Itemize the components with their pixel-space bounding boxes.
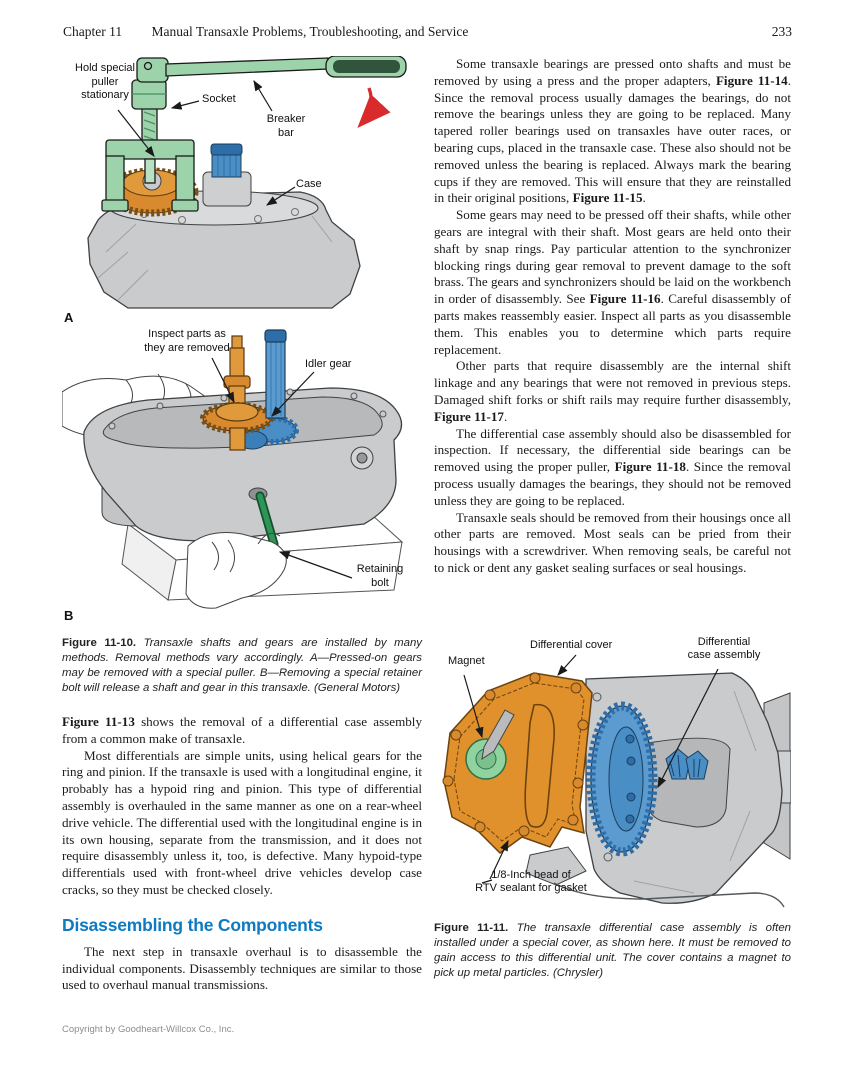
- label-socket: Socket: [202, 93, 236, 105]
- pinion-gears-shape: [665, 748, 709, 780]
- label-diff-case-assembly: Differential case assembly: [687, 635, 761, 662]
- figure-a-callout-arrows: [117, 79, 296, 206]
- paragraph: The next step in transaxle overhaul is t…: [62, 943, 422, 993]
- bracket-and-cable-shape: [525, 846, 785, 908]
- rotation-arrow-icon: [357, 87, 391, 128]
- chapter-title: Manual Transaxle Problems, Troubleshooti…: [151, 24, 469, 39]
- caption-figure-11-10: Figure 11-10. Transaxle shafts and gears…: [62, 637, 422, 694]
- label-differential-cover: Differential cover: [530, 638, 613, 651]
- label-case: Case: [296, 178, 322, 190]
- paragraph: Some gears may need to be pressed off th…: [434, 207, 791, 357]
- label-breaker-bar: Breaker bar: [266, 113, 306, 139]
- paragraph: Figure 11-13 shows the removal of a diff…: [62, 714, 422, 746]
- figure-b-letter: B: [64, 608, 74, 623]
- figure-b-callout-arrows: [211, 357, 353, 579]
- figure-11-11: Magnet Differential cover Differential c…: [434, 631, 791, 913]
- figure-11-11-illustration: [442, 654, 791, 908]
- chapter-label: Chapter 11: [63, 24, 123, 39]
- label-rtv-sealant: 1/8-Inch bead of RTV sealant for gasket: [475, 868, 587, 895]
- orange-shaft-gear-shape: [200, 335, 274, 451]
- page-header: Chapter 11 Manual Transaxle Problems, Tr…: [63, 24, 792, 40]
- label-hold-puller: Hold special puller stationary: [75, 62, 135, 101]
- right-column: Some transaxle bearings are pressed onto…: [434, 56, 791, 992]
- figure-b-illustration: [62, 329, 404, 609]
- puller-shape: [101, 79, 199, 212]
- label-magnet: Magnet: [448, 654, 485, 667]
- paragraph: The differential case assembly should al…: [434, 425, 791, 508]
- figure-11-11-callout-arrows: [463, 654, 719, 884]
- caption-figure-11-11: Figure 11-11. The transaxle differential…: [434, 921, 791, 979]
- retaining-bolt-shape: [248, 487, 279, 549]
- paragraph: Other parts that require disassembly are…: [434, 358, 791, 424]
- copyright-note: Copyright by Goodheart-Willcox Co., Inc.: [62, 1024, 235, 1036]
- bottom-hand-shape: [185, 532, 287, 609]
- left-column: Hold special puller stationary Socket Br…: [62, 56, 422, 1035]
- paragraph: Transaxle seals should be removed from t…: [434, 509, 791, 575]
- paragraph: Some transaxle bearings are pressed onto…: [434, 56, 792, 206]
- figure-a-illustration: [87, 56, 407, 309]
- breaker-bar-shape: [136, 56, 407, 83]
- differential-cover-shape: [442, 671, 593, 854]
- paragraph: Most differentials are simple units, usi…: [62, 747, 422, 897]
- section-heading: Disassembling the Components: [62, 914, 323, 935]
- figure-a: Hold special puller stationary Socket Br…: [62, 56, 422, 328]
- figure-b: Inspect parts as they are removed Idler …: [62, 328, 422, 626]
- label-retaining-bolt: Retaining bolt: [356, 563, 404, 589]
- input-shaft-stub-shape: [202, 143, 252, 207]
- magnet-shape: [465, 709, 515, 780]
- ring-gear-shape: [586, 701, 658, 857]
- blue-splined-shaft-shape: [264, 329, 287, 419]
- label-idler-gear: Idler gear: [305, 358, 352, 370]
- label-inspect-parts: Inspect parts as they are removed: [144, 328, 230, 354]
- figure-a-letter: A: [64, 310, 74, 325]
- page-number: 233: [771, 24, 792, 39]
